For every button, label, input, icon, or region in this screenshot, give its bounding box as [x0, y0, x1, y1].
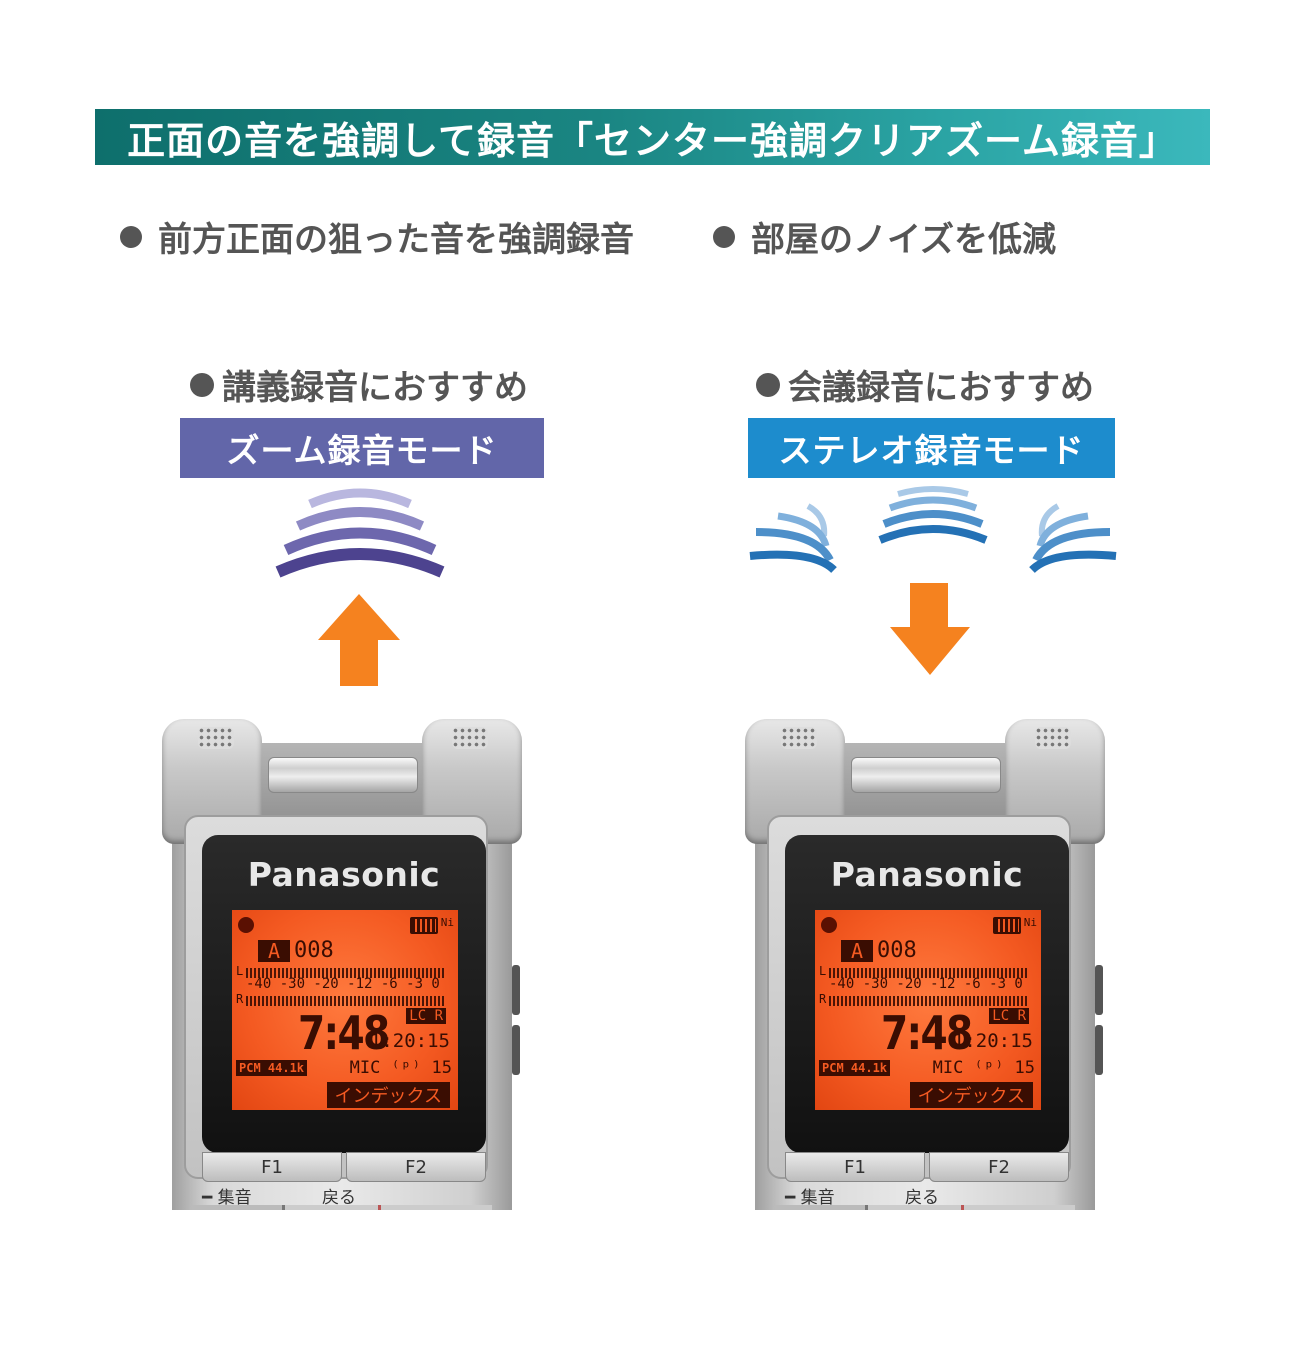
channel-r: R	[236, 992, 244, 1006]
zoom-mode-label: ズーム録音モード	[180, 418, 544, 478]
side-button	[1095, 1025, 1103, 1075]
f2-key[interactable]: F2	[929, 1152, 1069, 1182]
arrow-up-icon	[318, 594, 400, 686]
lcd-display: Ni A 008 L -40 -30 -20 -12 -6 -3 0 R 7:4…	[815, 910, 1041, 1110]
bullet-dot-icon	[756, 372, 780, 397]
channel-r: R	[819, 992, 827, 1006]
lc-indicator: LC R	[989, 1008, 1029, 1024]
focus-label: ━ 集音	[202, 1188, 252, 1208]
record-indicator-icon	[238, 917, 254, 933]
battery-icon	[410, 917, 438, 934]
bottom-buttons	[775, 1205, 1075, 1210]
bottom-buttons	[192, 1205, 492, 1210]
level-meter-r	[829, 996, 1029, 1006]
format-badge: PCM 44.1k	[236, 1060, 308, 1076]
bullet-dot-icon	[120, 225, 142, 248]
level-scale: -40 -30 -20 -12 -6 -3 0	[829, 976, 1023, 992]
feature-bullet-1: 前方正面の狙った音を強調録音	[120, 212, 634, 261]
lc-indicator: LC R	[406, 1008, 446, 1024]
mic-grill-icon	[198, 727, 234, 749]
recommend-text: 講義録音におすすめ	[222, 368, 528, 408]
index-label: インデックス	[326, 1082, 450, 1108]
zoom-sound-wave-icon	[275, 488, 445, 578]
f2-key[interactable]: F2	[346, 1152, 486, 1182]
back-label: 戻る	[322, 1188, 356, 1208]
mic-level: MIC ⁽ᵖ⁾ 15	[932, 1058, 1035, 1078]
mic-grill-icon	[781, 727, 817, 749]
side-button	[1095, 965, 1103, 1015]
voice-recorder-zoom: Panasonic Ni A 008 L -40 -30 -20 -12 -6 …	[162, 715, 522, 1210]
page-title: 正面の音を強調して録音「センター強調クリアズーム録音」	[127, 118, 1178, 163]
voice-recorder-stereo: Panasonic Ni A 008 L -40 -30 -20 -12 -6 …	[745, 715, 1105, 1210]
recommend-text: 会議録音におすすめ	[788, 368, 1094, 408]
side-button	[512, 965, 520, 1015]
brand-logo: Panasonic	[830, 855, 1024, 894]
record-indicator-icon	[821, 917, 837, 933]
folder-file-indicator: A 008	[258, 938, 334, 963]
mode-label-text: ステレオ録音モード	[778, 431, 1085, 470]
function-keys: F1 F2	[785, 1152, 1069, 1182]
level-meter-l	[246, 968, 446, 978]
battery-type: Ni	[440, 916, 454, 929]
feature-text: 前方正面の狙った音を強調録音	[158, 220, 634, 260]
channel-l: L	[236, 964, 244, 978]
stereo-mode-label: ステレオ録音モード	[748, 418, 1115, 478]
arrow-down-icon	[890, 583, 970, 675]
recorder-hinge-bar	[268, 757, 418, 793]
brand-logo: Panasonic	[247, 855, 441, 894]
bullet-dot-icon	[713, 225, 735, 248]
feature-text: 部屋のノイズを低減	[751, 220, 1056, 260]
level-meter-r	[246, 996, 446, 1006]
side-button	[512, 1025, 520, 1075]
battery-icon	[993, 917, 1021, 934]
function-keys: F1 F2	[202, 1152, 486, 1182]
mic-level: MIC ⁽ᵖ⁾ 15	[349, 1058, 452, 1078]
back-label: 戻る	[905, 1188, 939, 1208]
elapsed-time: 1:20:15	[369, 1030, 450, 1052]
elapsed-time: 1:20:15	[952, 1030, 1033, 1052]
focus-label: ━ 集音	[785, 1188, 835, 1208]
stereo-sound-wave-icon	[749, 486, 1117, 574]
f1-key[interactable]: F1	[202, 1152, 342, 1182]
file-number: 008	[877, 938, 917, 963]
mode-label-text: ズーム録音モード	[226, 431, 498, 470]
folder-label: A	[841, 939, 874, 962]
recommend-heading-meeting: 会議録音におすすめ	[756, 360, 1094, 409]
index-label: インデックス	[909, 1082, 1033, 1108]
file-number: 008	[294, 938, 334, 963]
mic-grill-icon	[452, 727, 488, 749]
recorder-hinge-bar	[851, 757, 1001, 793]
title-banner: 正面の音を強調して録音「センター強調クリアズーム録音」	[95, 109, 1210, 165]
bullet-dot-icon	[190, 372, 214, 397]
remaining-time: 7:48	[881, 1006, 973, 1060]
channel-l: L	[819, 964, 827, 978]
remaining-time: 7:48	[298, 1006, 390, 1060]
recommend-heading-lecture: 講義録音におすすめ	[190, 360, 528, 409]
format-badge: PCM 44.1k	[819, 1060, 891, 1076]
f1-key[interactable]: F1	[785, 1152, 925, 1182]
folder-label: A	[258, 939, 291, 962]
feature-bullet-2: 部屋のノイズを低減	[713, 212, 1056, 261]
level-scale: -40 -30 -20 -12 -6 -3 0	[246, 976, 440, 992]
level-meter-l	[829, 968, 1029, 978]
lcd-display: Ni A 008 L -40 -30 -20 -12 -6 -3 0 R 7:4…	[232, 910, 458, 1110]
folder-file-indicator: A 008	[841, 938, 917, 963]
battery-type: Ni	[1023, 916, 1037, 929]
mic-grill-icon	[1035, 727, 1071, 749]
